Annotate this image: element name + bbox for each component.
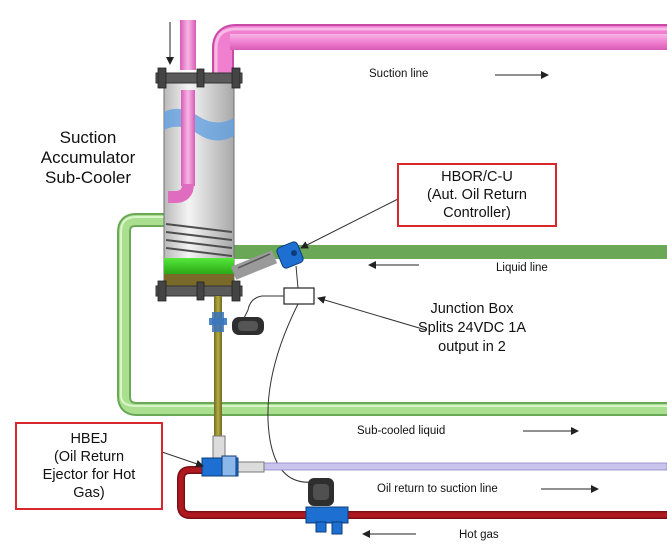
sub-cooled-liquid-label: Sub-cooled liquid — [357, 425, 446, 437]
hbor-callout-text: HBOR/C-U (Aut. Oil Return Controller) — [427, 168, 527, 222]
hbej-callout-text: HBEJ (Oil Return Ejector for Hot Gas) — [42, 430, 136, 502]
hbej-ejector — [201, 435, 265, 477]
junction-box-label: Junction Box Splits 24VDC 1A output in 2 — [418, 301, 526, 355]
liquid-line-label: Liquid line — [496, 262, 548, 274]
hbej-callout-box: HBEJ (Oil Return Ejector for Hot Gas) — [15, 422, 163, 510]
hbor-controller-unit — [230, 241, 304, 280]
hot-gas-solenoid-valve — [305, 478, 349, 535]
junction-box — [243, 265, 315, 483]
hbor-callout-box: HBOR/C-U (Aut. Oil Return Controller) — [397, 163, 557, 227]
oil-return-label: Oil return to suction line — [377, 483, 498, 495]
hot-gas-pipe — [177, 466, 667, 519]
suction-line-label: Suction line — [369, 68, 429, 80]
suction-accumulator-vessel — [155, 67, 243, 302]
liquid-line-pipe — [117, 213, 667, 416]
hot-gas-label: Hot gas — [459, 529, 499, 541]
suction-line-pipe — [180, 20, 667, 82]
flow-arrows — [166, 22, 599, 538]
oil-drain-line — [209, 296, 264, 444]
accumulator-title: Suction Accumulator Sub-Cooler — [40, 128, 136, 188]
oil-return-pipe — [261, 462, 667, 471]
callout-pointers — [161, 198, 427, 468]
